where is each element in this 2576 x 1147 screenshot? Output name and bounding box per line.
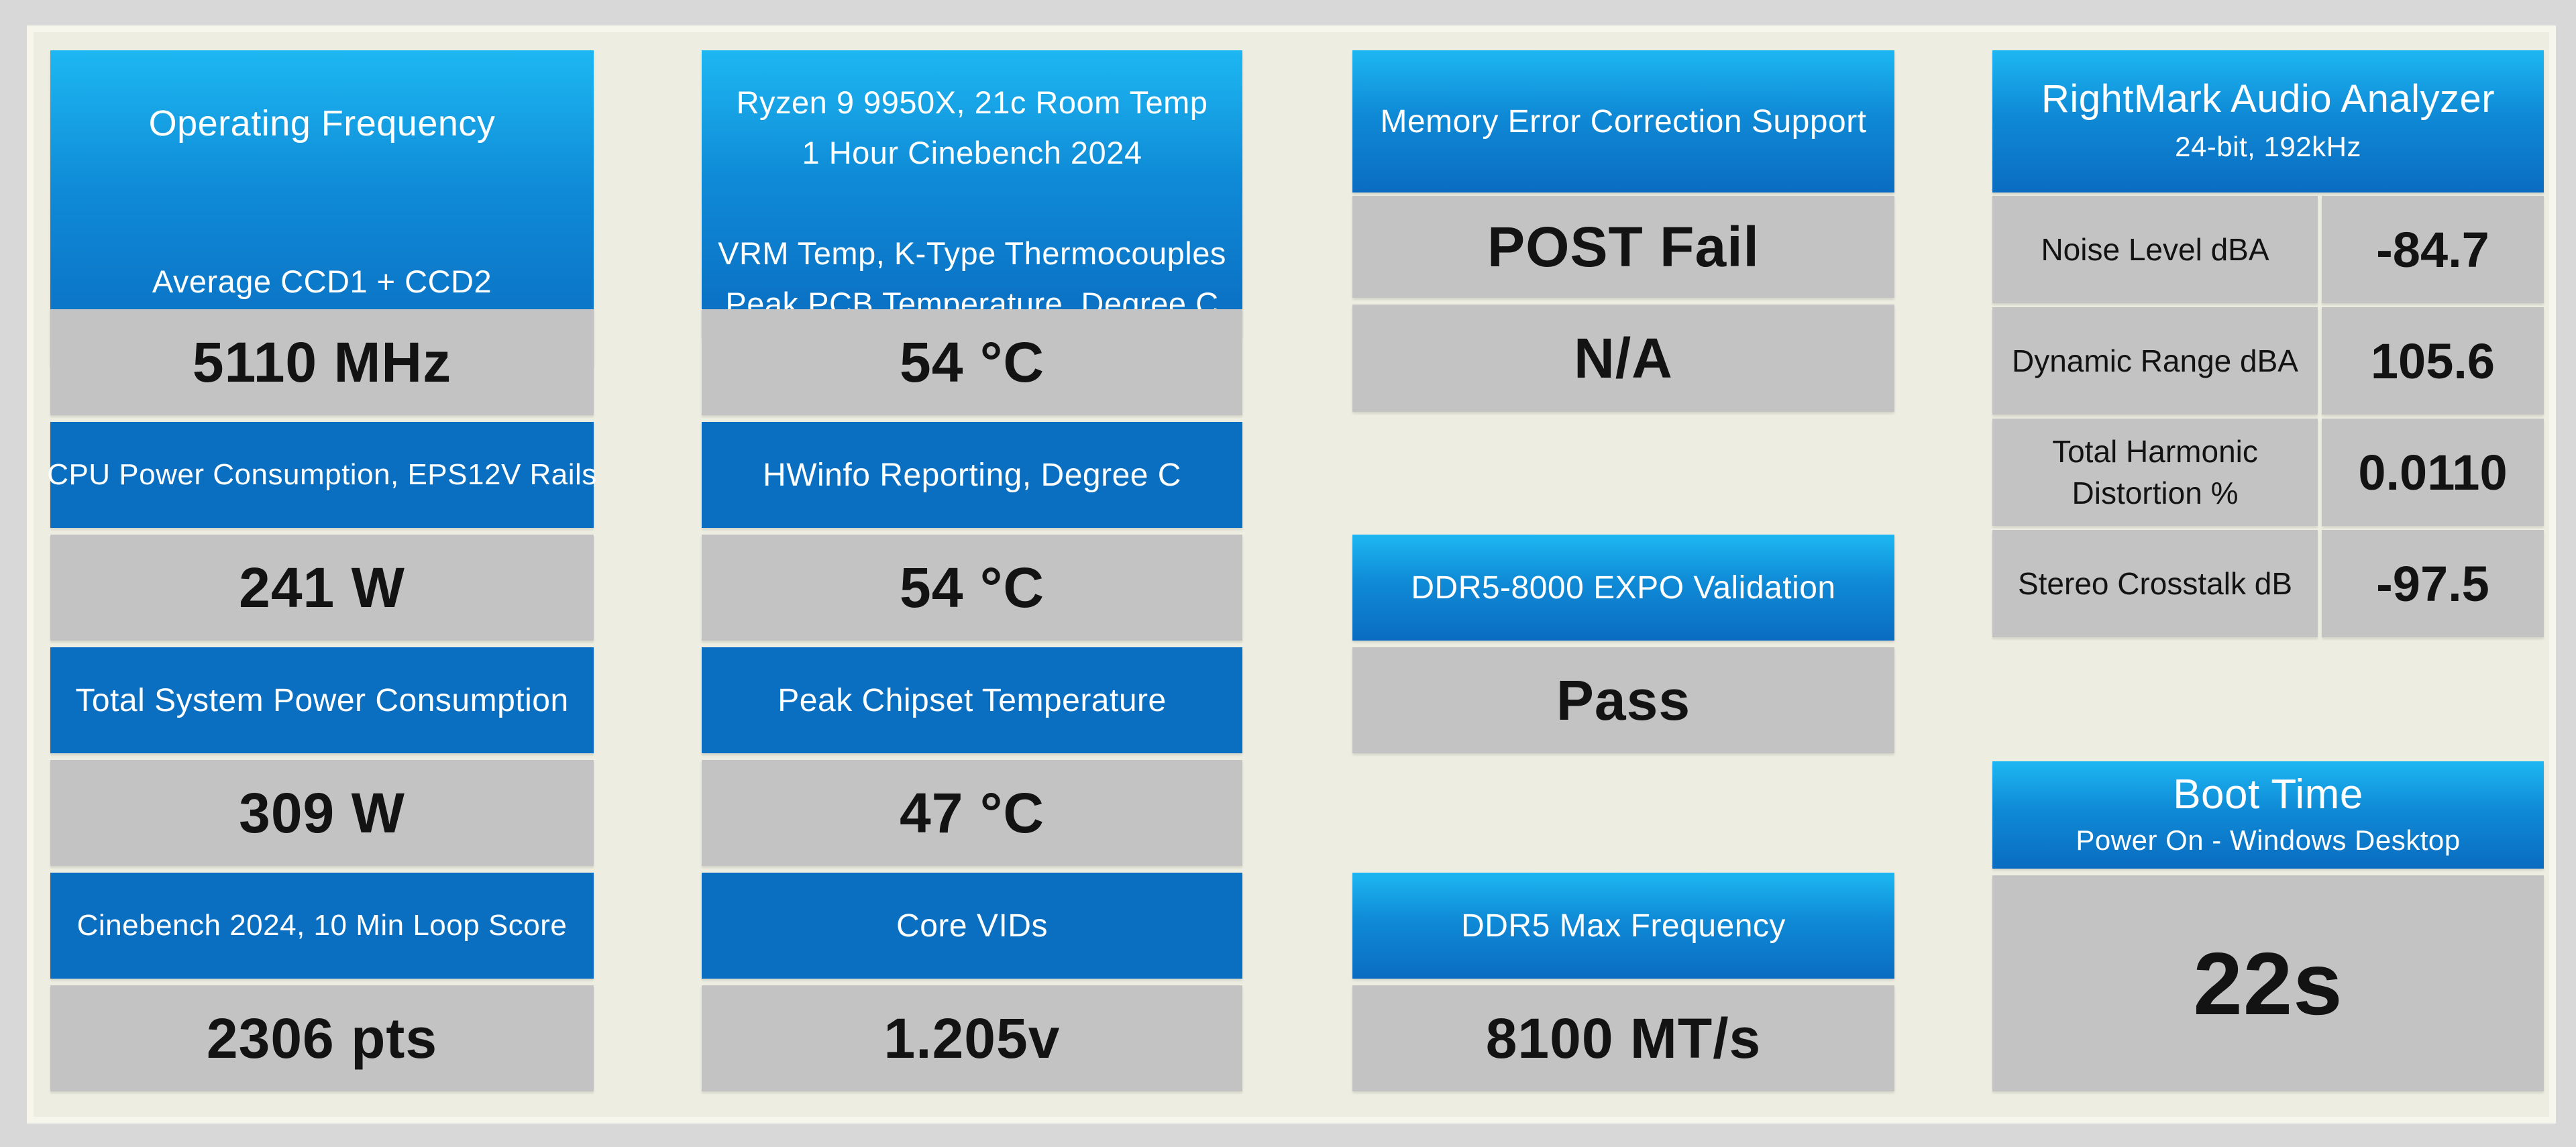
cinebench-header: Cinebench 2024, 10 Min Loop Score: [50, 873, 594, 979]
vrm-temp-header-top: Ryzen 9 9950X, 21c Room Temp 1 Hour Cine…: [737, 77, 1208, 178]
operating-frequency-title: Operating Frequency: [148, 103, 496, 144]
cpu-power-value: 241 W: [50, 535, 594, 641]
audio-analyzer-subtitle: 24-bit, 192kHz: [2175, 131, 2361, 163]
chipset-temp-value: 47 °C: [702, 760, 1242, 866]
vrm-temp-line2: 1 Hour Cinebench 2024: [802, 135, 1142, 171]
audio-table-row: Dynamic Range dBA 105.6: [1992, 307, 2544, 415]
operating-frequency-sub1: Average CCD1 + CCD2: [152, 263, 492, 299]
audio-table-row: Noise Level dBA -84.7: [1992, 196, 2544, 303]
core-vids-value: 1.205v: [702, 985, 1242, 1091]
stereo-crosstalk-value: -97.5: [2321, 530, 2544, 637]
audio-analyzer-header: RightMark Audio Analyzer 24-bit, 192kHz: [1992, 50, 2544, 193]
system-power-header: Total System Power Consumption: [50, 647, 594, 753]
operating-frequency-value: 5110 MHz: [50, 309, 594, 415]
vrm-temp-line3: VRM Temp, K-Type Thermocouples: [718, 235, 1226, 271]
chipset-temp-header: Peak Chipset Temperature: [702, 647, 1242, 753]
core-vids-header: Core VIDs: [702, 873, 1242, 979]
vrm-temp-header-bottom: VRM Temp, K-Type Thermocouples Peak PCB …: [718, 228, 1226, 329]
audio-table-row: Stereo Crosstalk dB -97.5: [1992, 530, 2544, 637]
column-thermals: Ryzen 9 9950X, 21c Room Temp 1 Hour Cine…: [702, 32, 1242, 1117]
column-frequency-power: Operating Frequency Average CCD1 + CCD2 …: [47, 32, 596, 1117]
ddr5-max-frequency-value: 8100 MT/s: [1352, 985, 1894, 1091]
cinebench-value: 2306 pts: [50, 985, 594, 1091]
dynamic-range-value: 105.6: [2321, 307, 2544, 415]
memory-ecc-post-value: POST Fail: [1352, 196, 1894, 298]
ddr5-max-frequency-header: DDR5 Max Frequency: [1352, 873, 1894, 979]
memory-ecc-header: Memory Error Correction Support: [1352, 50, 1894, 193]
vrm-temp-value: 54 °C: [702, 309, 1242, 415]
dynamic-range-label: Dynamic Range dBA: [1992, 307, 2318, 415]
cpu-power-header: CPU Power Consumption, EPS12V Rails: [47, 422, 596, 528]
vrm-temp-header: Ryzen 9 9950X, 21c Room Temp 1 Hour Cine…: [702, 50, 1242, 337]
column-memory: Memory Error Correction Support POST Fai…: [1352, 32, 1894, 1117]
boot-time-value: 22s: [1992, 875, 2544, 1091]
expo-validation-header: DDR5-8000 EXPO Validation: [1352, 535, 1894, 641]
audio-table-row: Total Harmonic Distortion % 0.0110: [1992, 419, 2544, 526]
system-power-value: 309 W: [50, 760, 594, 866]
noise-level-label: Noise Level dBA: [1992, 196, 2318, 303]
hwinfo-temp-value: 54 °C: [702, 535, 1242, 641]
audio-analyzer-title: RightMark Audio Analyzer: [2041, 77, 2496, 121]
column-audio-boot: RightMark Audio Analyzer 24-bit, 192kHz …: [1992, 32, 2544, 1117]
stereo-crosstalk-label: Stereo Crosstalk dB: [1992, 530, 2318, 637]
boot-time-subtitle: Power On - Windows Desktop: [2076, 824, 2461, 857]
noise-level-value: -84.7: [2321, 196, 2544, 303]
vrm-temp-line1: Ryzen 9 9950X, 21c Room Temp: [736, 85, 1208, 120]
boot-time-header: Boot Time Power On - Windows Desktop: [1992, 761, 2544, 869]
thd-label: Total Harmonic Distortion %: [1992, 419, 2318, 526]
boot-time-title: Boot Time: [2173, 771, 2363, 818]
thd-value: 0.0110: [2321, 419, 2544, 526]
expo-validation-value: Pass: [1352, 647, 1894, 753]
results-panel: Operating Frequency Average CCD1 + CCD2 …: [34, 32, 2549, 1117]
memory-ecc-na-value: N/A: [1352, 305, 1894, 412]
hwinfo-temp-header: HWinfo Reporting, Degree C: [702, 422, 1242, 528]
